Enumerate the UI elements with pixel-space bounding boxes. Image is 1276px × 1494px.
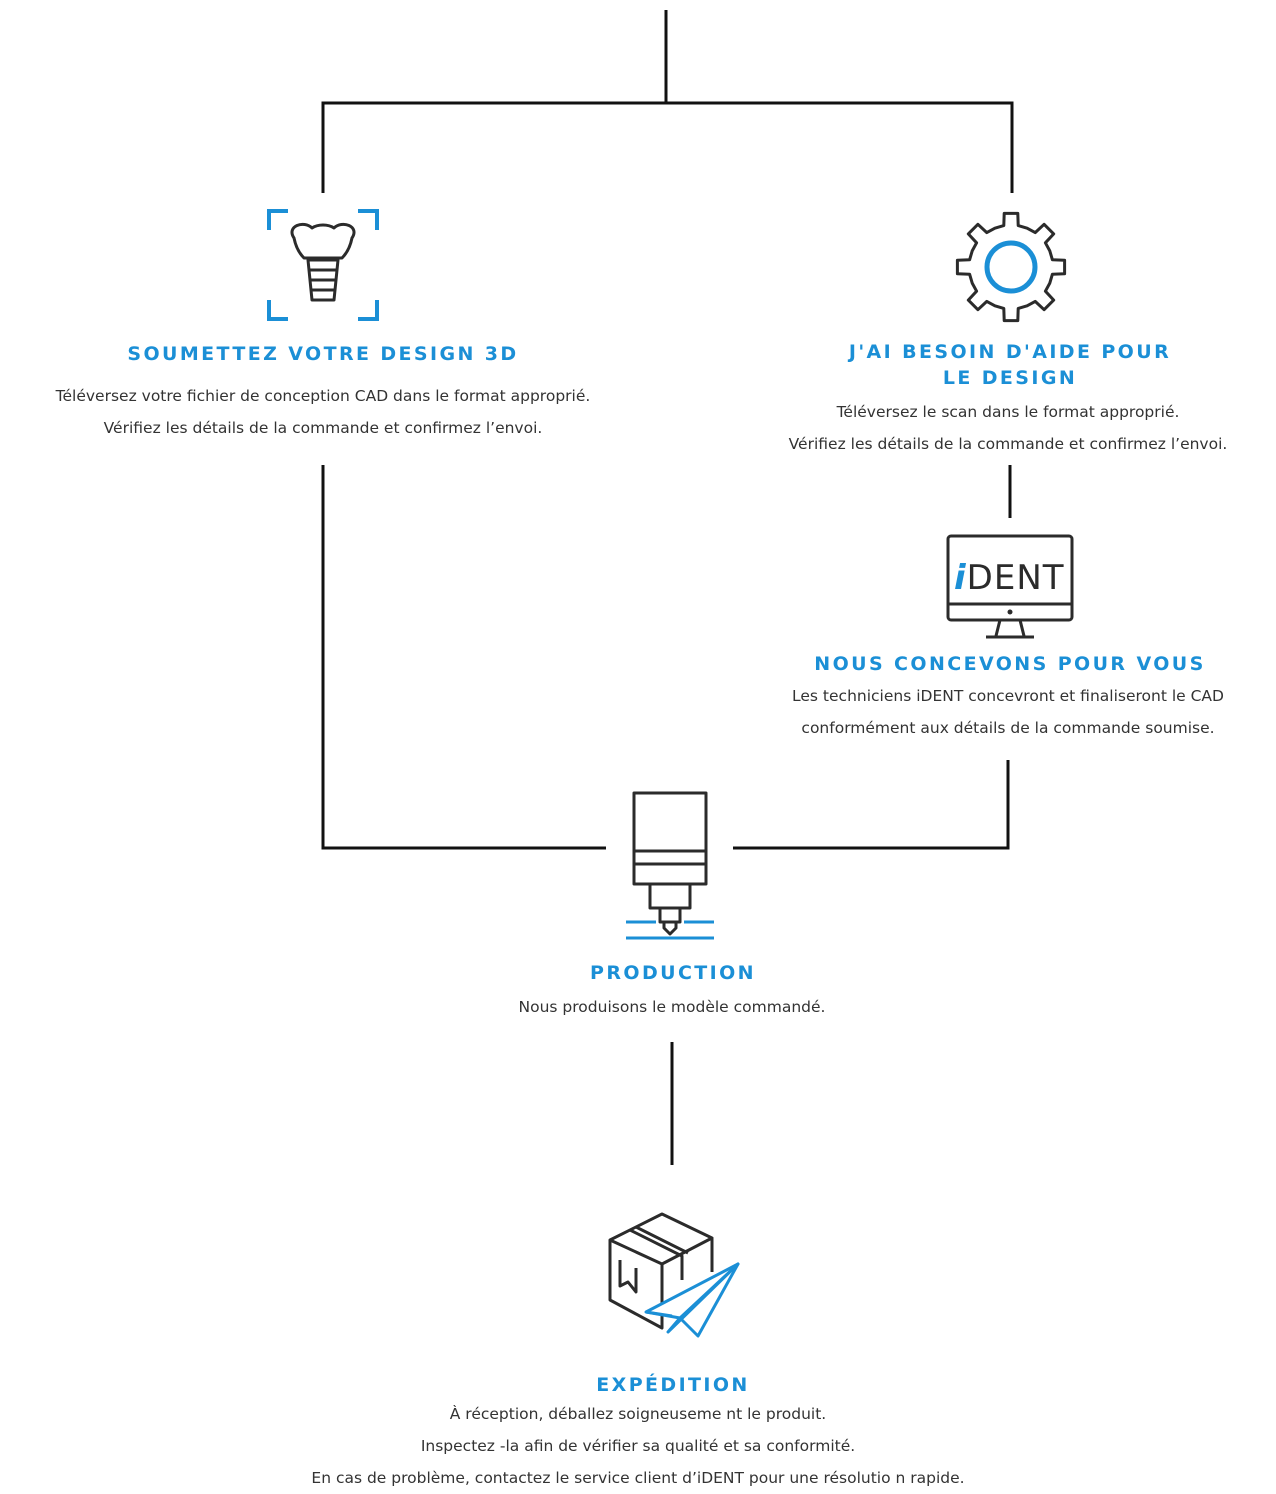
step-production-title: PRODUCTION <box>590 962 756 984</box>
step-submit-title: SOUMETTEZ VOTRE DESIGN 3D <box>127 343 519 365</box>
svg-text:iDENT: iDENT <box>954 558 1065 598</box>
step-help-title-line: LE DESIGN <box>942 367 1078 389</box>
step-submit-desc-line: Téléversez votre fichier de conception C… <box>55 387 591 405</box>
step-design-title: NOUS CONCEVONS POUR VOUS <box>814 653 1206 675</box>
step-help-desc-line: Vérifiez les détails de la commande et c… <box>788 435 1228 453</box>
step-production-description: Nous produisons le modèle commandé. <box>372 991 972 1023</box>
dental-implant-icon <box>267 209 379 321</box>
gear-icon <box>955 211 1067 323</box>
step-help-description: Téléversez le scan dans le format approp… <box>740 396 1276 460</box>
step-design-desc-line: Les techniciens iDENT concevront et fina… <box>792 687 1224 705</box>
step-shipping-title: EXPÉDITION <box>596 1374 750 1396</box>
step-submit-desc-line: Vérifiez les détails de la commande et c… <box>103 419 543 437</box>
step-help-desc-line: Téléversez le scan dans le format approp… <box>836 403 1180 421</box>
monitor-brand-prefix: i <box>954 558 967 598</box>
step-submit-description: Téléversez votre fichier de conception C… <box>0 380 646 444</box>
step-help-title-line: J'AI BESOIN D'AIDE POUR <box>848 341 1172 363</box>
monitor-icon: iDENT <box>946 534 1074 639</box>
step-shipping-description: À réception, déballez soigneuseme nt le … <box>238 1398 1038 1494</box>
connector-design-to-production <box>733 760 1010 850</box>
step-design-description: Les techniciens iDENT concevront et fina… <box>740 680 1276 744</box>
monitor-brand-rest: DENT <box>967 558 1065 598</box>
step-help-title: J'AI BESOIN D'AIDE POUR LE DESIGN <box>780 339 1240 391</box>
step-design-desc-line: conformément aux détails de la commande … <box>801 719 1215 737</box>
package-paper-plane-icon <box>608 1212 740 1338</box>
milling-machine-icon <box>626 791 714 940</box>
step-production-desc-line: Nous produisons le modèle commandé. <box>518 998 826 1016</box>
step-shipping-desc-line: En cas de problème, contactez le service… <box>311 1469 965 1487</box>
connector-submit-to-production <box>321 465 606 850</box>
step-shipping-desc-line: À réception, déballez soigneuseme nt le … <box>449 1405 827 1423</box>
step-shipping-desc-line: Inspectez -la afin de vérifier sa qualit… <box>420 1437 856 1455</box>
connector-top-branch <box>321 101 1014 193</box>
